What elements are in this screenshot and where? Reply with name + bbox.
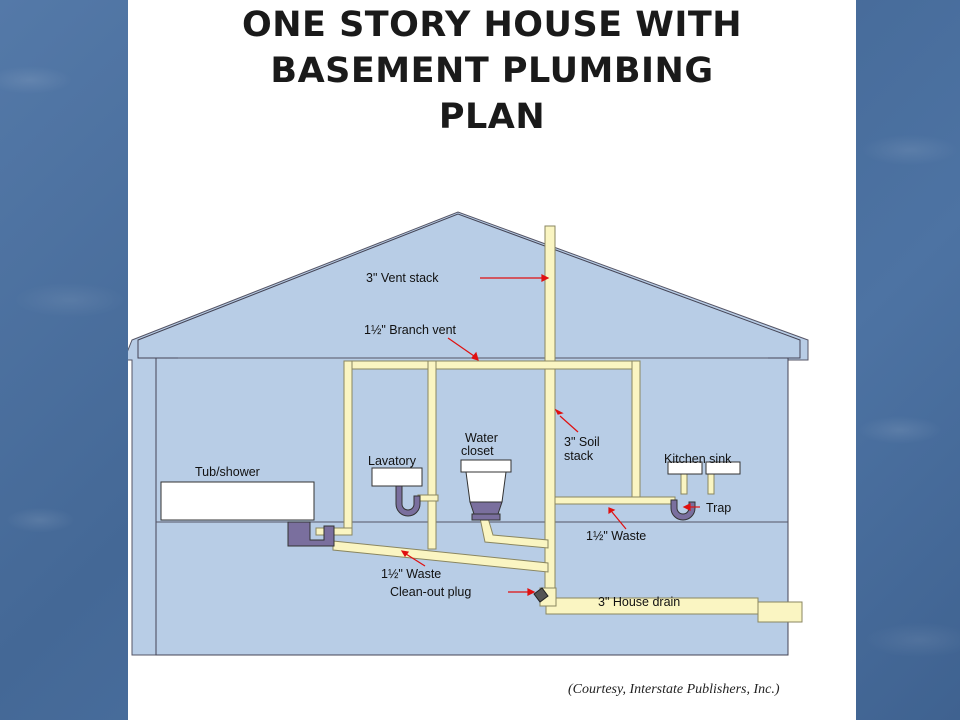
label-vent-stack: 3" Vent stack xyxy=(366,271,439,285)
label-water-closet-1: Water xyxy=(465,431,498,445)
page-title: ONE STORY HOUSE WITH BASEMENT PLUMBING P… xyxy=(128,2,856,140)
branch-vent xyxy=(343,360,641,370)
kitchen-drop-1 xyxy=(680,473,688,495)
wc-flange xyxy=(471,513,501,521)
label-water-closet-2: closet xyxy=(461,444,494,458)
leader-lines xyxy=(400,274,700,596)
tub-fixture xyxy=(160,481,315,521)
cleanout-plug xyxy=(533,587,549,603)
label-soil-stack-2: stack xyxy=(564,449,594,463)
branch-vent-right-drop xyxy=(631,360,641,502)
wc-base xyxy=(469,501,503,515)
branch-vent-lav-drop xyxy=(427,360,437,550)
wc-bowl xyxy=(465,471,507,503)
lavatory-fixture xyxy=(371,467,423,487)
label-kitchen-sink: Kitchen sink xyxy=(664,452,732,466)
kitchen-sink-right xyxy=(705,461,741,475)
label-lavatory: Lavatory xyxy=(368,454,417,468)
title-line-1: ONE STORY HOUSE WITH xyxy=(241,5,743,45)
title-line-2: BASEMENT PLUMBING xyxy=(270,51,714,91)
label-house-drain: 3" House drain xyxy=(598,595,680,609)
label-trap: Trap xyxy=(706,501,731,515)
plumbing-diagram: 3" Vent stack 1½" Branch vent Water clos… xyxy=(128,211,809,656)
label-waste-right: 1½" Waste xyxy=(586,529,646,543)
kitchen-drop-2 xyxy=(707,473,715,495)
slide: ONE STORY HOUSE WITH BASEMENT PLUMBING P… xyxy=(128,0,856,720)
roof xyxy=(137,213,801,359)
lavatory-trap xyxy=(395,485,421,517)
label-branch-vent: 1½" Branch vent xyxy=(364,323,457,337)
label-soil-stack-1: 3" Soil xyxy=(564,435,600,449)
lavatory-waste xyxy=(417,494,439,502)
label-tub-shower: Tub/shower xyxy=(195,465,260,479)
label-cleanout: Clean-out plug xyxy=(390,585,471,599)
branch-vent-left-drop xyxy=(343,360,353,530)
tub-trap xyxy=(287,521,335,547)
left-waste xyxy=(332,540,549,573)
kitchen-waste xyxy=(554,496,676,505)
title-line-3: PLAN xyxy=(438,97,546,137)
house-drain-end xyxy=(757,601,803,623)
credit-text: (Courtesy, Interstate Publishers, Inc.) xyxy=(568,682,780,697)
label-waste-left: 1½" Waste xyxy=(381,567,441,581)
kitchen-sink-left xyxy=(667,461,703,475)
wc-tank xyxy=(460,459,512,473)
pipes xyxy=(315,225,803,623)
